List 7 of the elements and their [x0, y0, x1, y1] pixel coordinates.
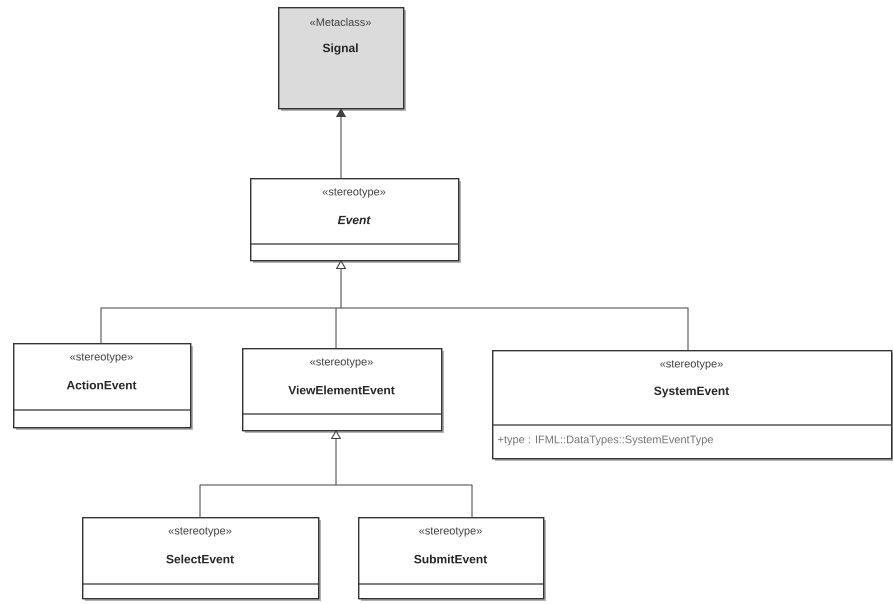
- class-box: «stereotype» SubmitEvent: [358, 517, 546, 601]
- class-box: «stereotype» ActionEvent: [13, 343, 193, 430]
- class-box: «stereotype» SelectEvent: [82, 517, 321, 601]
- class-box: «stereotype» SystemEvent +type : IFML::DataTypes::SystemEventType: [492, 350, 893, 461]
- class-box: «stereotype» ViewElementEvent: [242, 348, 444, 433]
- class-box: «Metaclass» Signal: [278, 7, 406, 111]
- class-box: «stereotype» Event: [250, 178, 461, 263]
